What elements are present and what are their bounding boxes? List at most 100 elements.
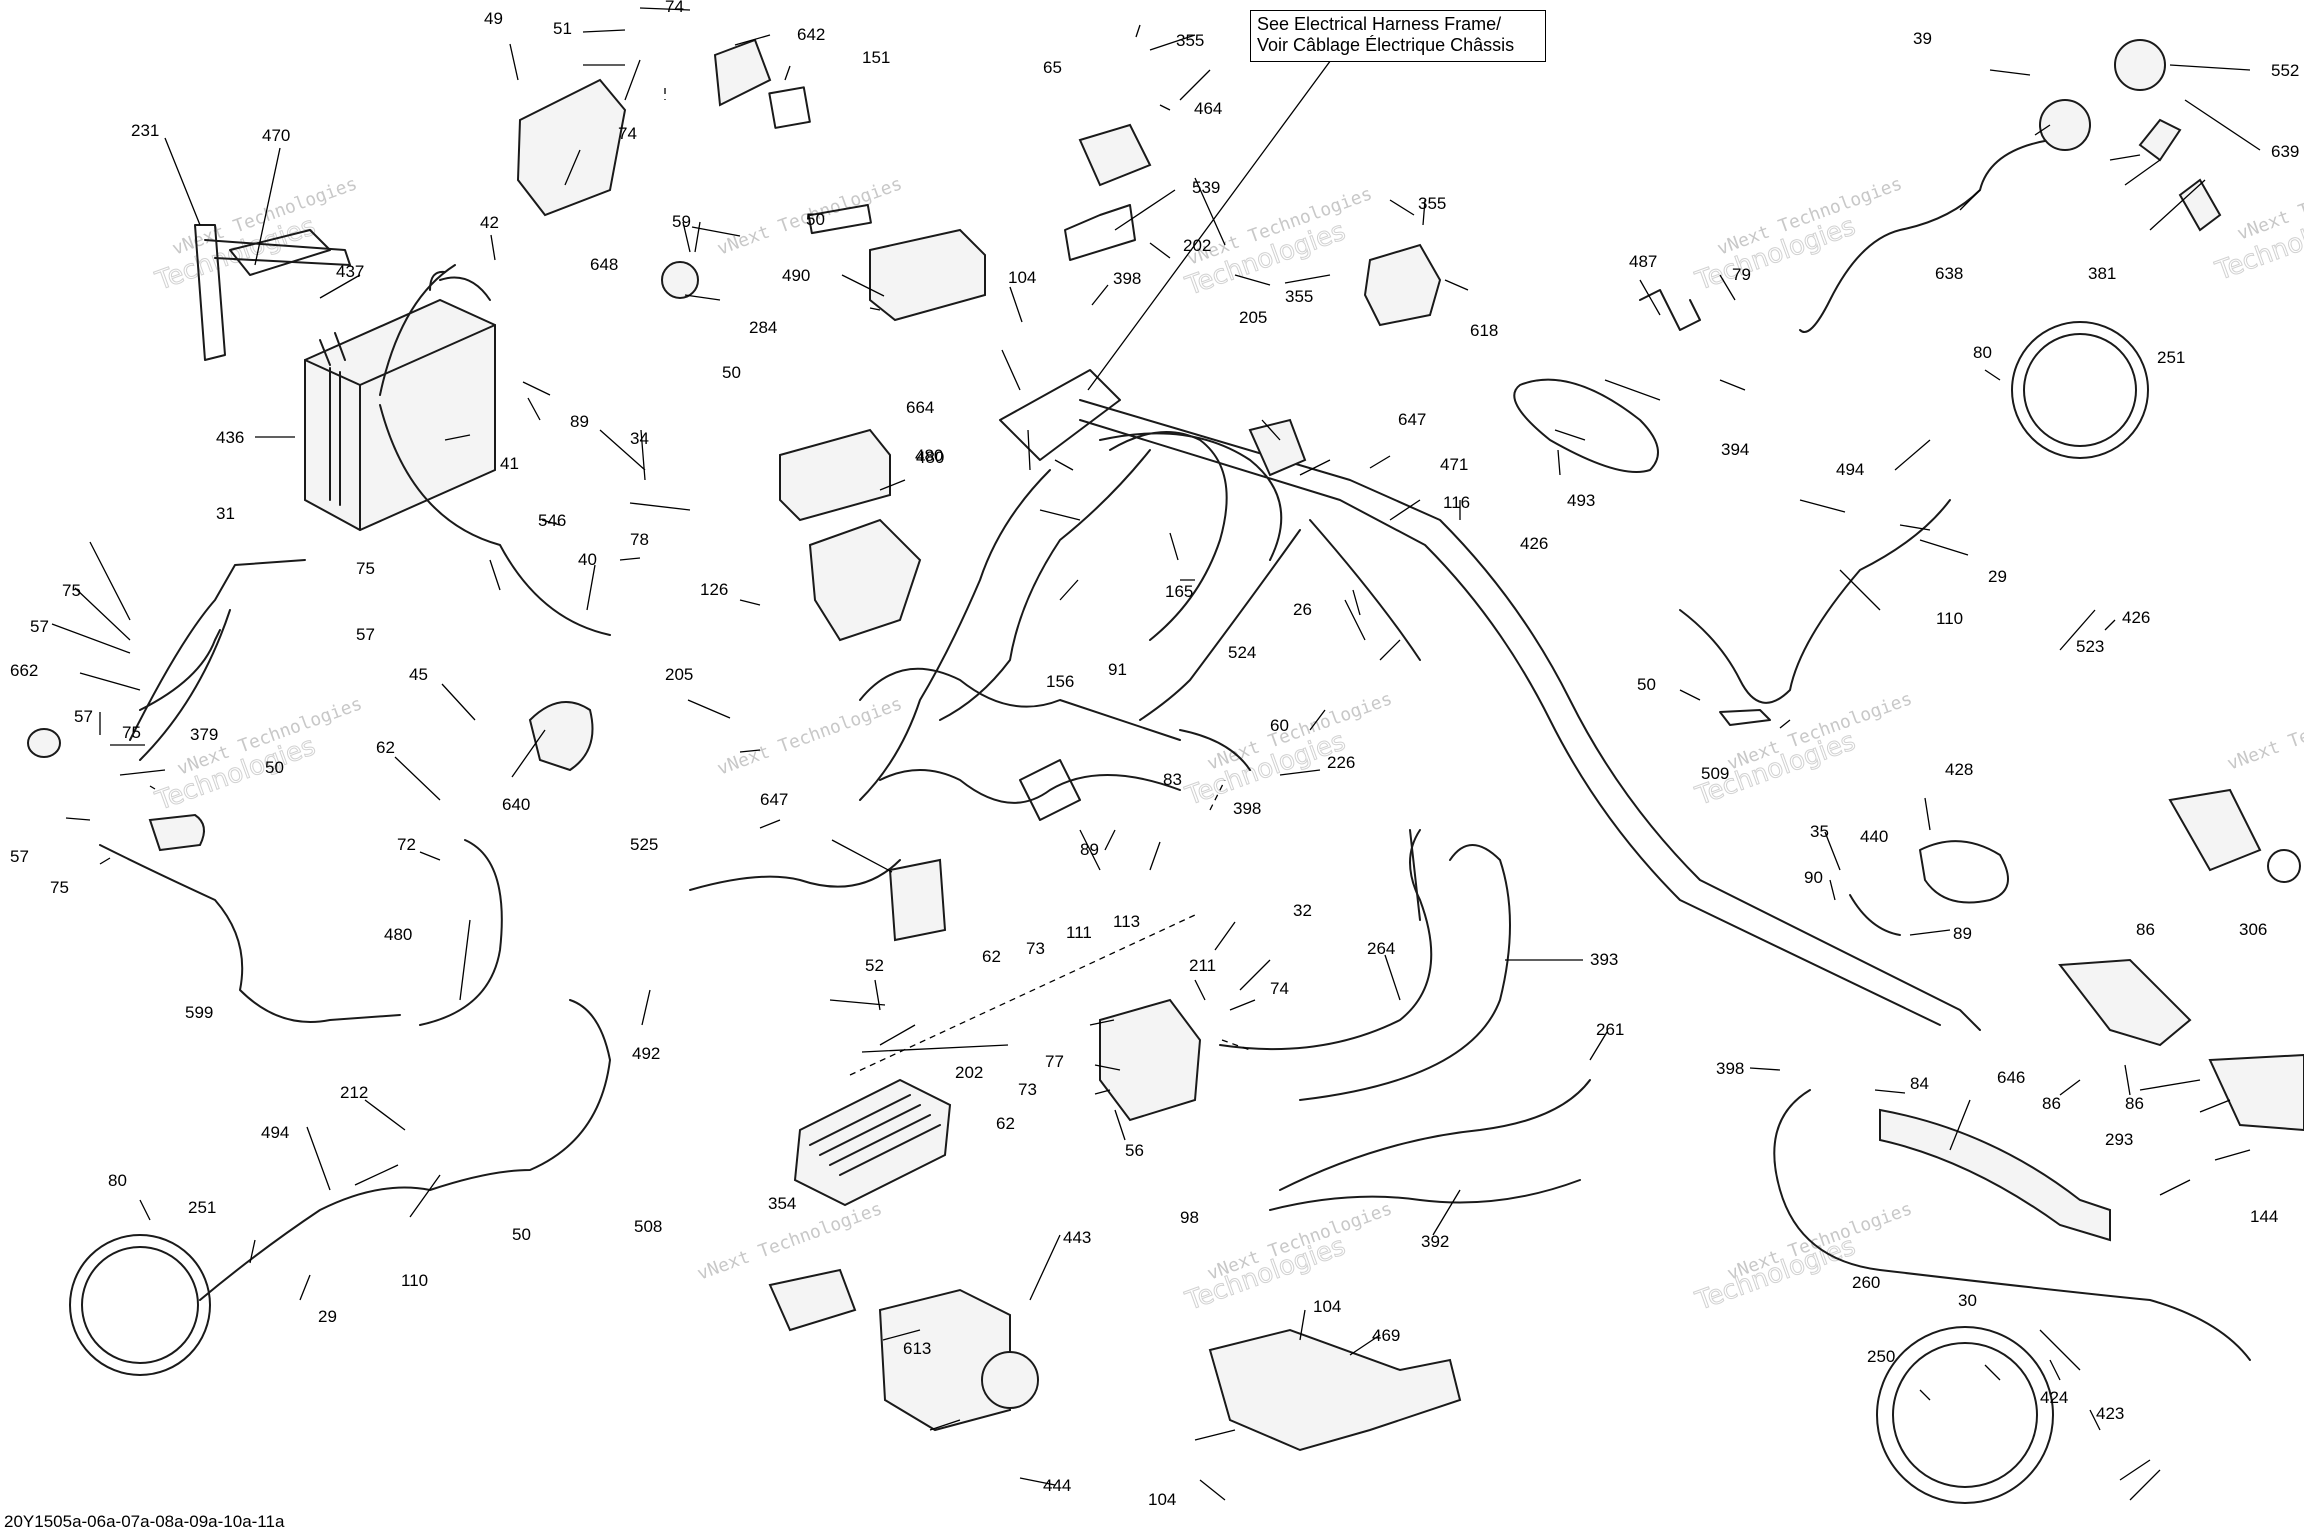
callout: 469: [1372, 1326, 1400, 1345]
callout: 251: [188, 1198, 216, 1217]
callout: 355: [1176, 31, 1204, 50]
callout: 75: [356, 559, 375, 578]
reference-code: 20Y1505a-06a-07a-08a-09a-10a-11a: [4, 1512, 285, 1531]
leader-lines: [51, 7, 2261, 1501]
module-bracket: [1078, 123, 1152, 187]
callout: 424: [2040, 1388, 2068, 1407]
callout: 355: [1418, 194, 1446, 213]
callout: 428: [1945, 760, 1973, 779]
switch-harness: [1799, 139, 2051, 333]
note-line-2: Voir Câblage Électrique Châssis: [1257, 35, 1515, 55]
callout: 398: [1113, 269, 1141, 288]
callout: 381: [2088, 264, 2116, 283]
callout: 440: [1860, 827, 1888, 846]
callout: 74: [618, 124, 637, 143]
callout: 83: [1163, 770, 1182, 789]
starter-cable: [99, 844, 401, 1023]
callout: 494: [261, 1123, 289, 1142]
callout: 261: [1596, 1020, 1624, 1039]
callout: 480: [384, 925, 412, 944]
bracket: [768, 1268, 857, 1332]
part-drawings: [27, 38, 2304, 1504]
callout: 165: [1165, 582, 1193, 601]
callout: 31: [216, 504, 235, 523]
battery: [304, 270, 496, 532]
callout: 86: [2042, 1094, 2061, 1113]
callout: 443: [1063, 1228, 1091, 1247]
watermark-text: vNext Technologies: [2225, 688, 2304, 774]
callout: 59: [672, 212, 691, 231]
callout: 394: [1721, 440, 1749, 459]
callout: 613: [903, 1339, 931, 1358]
voltage-regulator: [793, 1078, 952, 1207]
callout: 49: [484, 9, 503, 28]
callout: 34: [630, 429, 649, 448]
callout: 648: [590, 255, 618, 274]
relay-box: [869, 228, 986, 322]
callout: 144: [2250, 1207, 2278, 1226]
callout: 73: [1018, 1080, 1037, 1099]
callout: 111: [1066, 923, 1092, 942]
callout: 30: [1958, 1291, 1977, 1310]
frame-harness: [1079, 399, 1981, 1031]
callout: 75: [50, 878, 69, 897]
callout: 50: [265, 758, 284, 777]
wire-grommet: [27, 728, 61, 758]
callout: 205: [1239, 308, 1267, 327]
sensor: [661, 261, 699, 299]
callout: 250: [1867, 1347, 1895, 1366]
callout: 60: [1270, 716, 1289, 735]
callout: 464: [1194, 99, 1222, 118]
callout: 490: [782, 266, 810, 285]
callout: 398: [1716, 1059, 1744, 1078]
wire-261: [1279, 1079, 1591, 1191]
callout: 437: [336, 262, 364, 281]
watermark-text: vNext Technologies: [715, 693, 905, 779]
callout: 487: [1629, 252, 1657, 271]
callout: 74: [1270, 979, 1289, 998]
callout: 42: [480, 213, 499, 232]
callout: 493: [1567, 491, 1595, 510]
switch-module: [2168, 788, 2262, 872]
callout: 264: [1367, 939, 1395, 958]
callout: 91: [1108, 660, 1127, 679]
callout: 354: [768, 1194, 796, 1213]
callout: 436: [216, 428, 244, 447]
callout: 639: [2271, 142, 2299, 161]
abs-tone-ring: [69, 1234, 211, 1376]
callout: 508: [634, 1217, 662, 1236]
harness-bracket: [1208, 1328, 1462, 1452]
callout: 156: [1046, 672, 1074, 691]
callout: 89: [1953, 924, 1972, 943]
harness-frame-note: See Electrical Harness Frame/ Voir Câbla…: [1250, 10, 1546, 62]
control-module: [1099, 998, 1202, 1122]
callout: 26: [1293, 600, 1312, 619]
callout: 212: [340, 1083, 368, 1102]
callout: 74: [665, 0, 684, 16]
callout: 51: [553, 19, 572, 38]
callout: 664: [906, 398, 934, 417]
callout: 355: [1285, 287, 1313, 306]
callout: 640: [502, 795, 530, 814]
callout: 62: [996, 1114, 1015, 1133]
callout: 80: [108, 1171, 127, 1190]
ground-cable: [129, 559, 306, 761]
callout: 398: [1233, 799, 1261, 818]
callout: 40: [578, 550, 597, 569]
callout-labels: 49 51 74 642 151 74 648 231 470 437 42 4…: [10, 0, 2299, 1509]
callout: 110: [401, 1271, 428, 1290]
battery-strap: [194, 224, 351, 361]
abs-module: [878, 1288, 1011, 1432]
callout: 72: [397, 835, 416, 854]
callout: 39: [1913, 29, 1932, 48]
callout: 226: [1327, 753, 1355, 772]
wire-guard: [1879, 1108, 2111, 1242]
callout: 84: [1910, 1074, 1929, 1093]
callout: 492: [632, 1044, 660, 1063]
callout: 73: [1026, 939, 1045, 958]
callout: 202: [1183, 236, 1211, 255]
callout: 86: [2136, 920, 2155, 939]
callout: 57: [74, 707, 93, 726]
callout: 77: [1045, 1052, 1064, 1071]
callout: 293: [2105, 1130, 2133, 1149]
